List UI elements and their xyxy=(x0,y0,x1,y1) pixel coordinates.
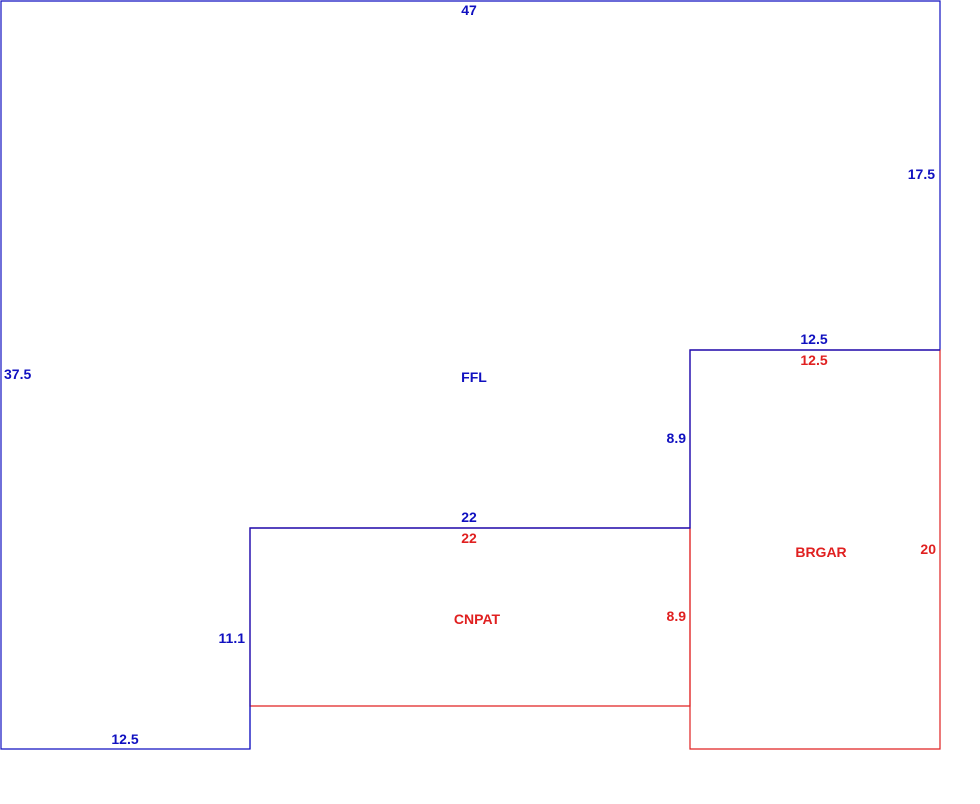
brgar-dim-right: 20 xyxy=(920,541,936,557)
ffl-dim-right-upper: 17.5 xyxy=(908,166,935,182)
ffl-dim-step-left: 11.1 xyxy=(219,630,246,646)
cnpat-dim-right: 8.9 xyxy=(667,608,687,624)
ffl-label: FFL xyxy=(461,369,487,385)
brgar-dim-top: 12.5 xyxy=(800,352,827,368)
ffl-dim-notch-top: 22 xyxy=(461,509,477,525)
cnpat-label: CNPAT xyxy=(454,611,501,627)
ffl-dim-left: 37.5 xyxy=(4,366,31,382)
brgar-label: BRGAR xyxy=(795,544,846,560)
ffl-dim-step-right: 8.9 xyxy=(667,430,687,446)
ffl-shared-edges xyxy=(249,349,940,749)
ffl-dim-bottom-left: 12.5 xyxy=(111,731,138,747)
cnpat-dim-top: 22 xyxy=(461,530,477,546)
ffl-dim-top: 47 xyxy=(461,2,477,18)
ffl-dim-notch-right-top: 12.5 xyxy=(800,331,827,347)
